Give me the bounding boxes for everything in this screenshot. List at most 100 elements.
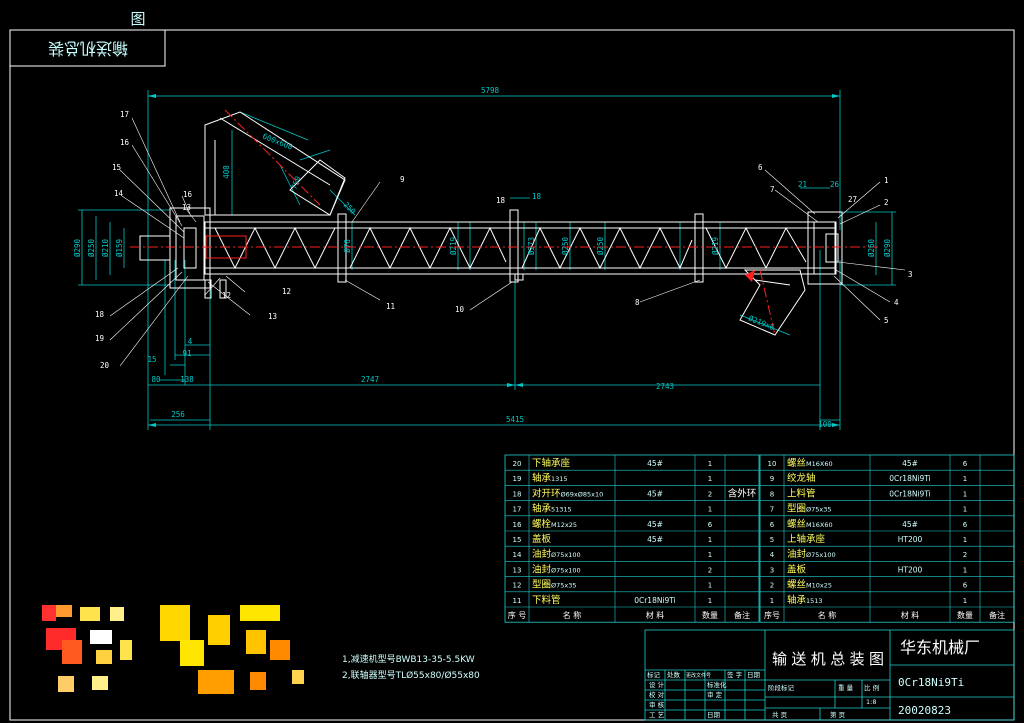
dim-pipe-0: Ø76	[343, 239, 352, 253]
left-row-material: 0Cr18Ni9Ti	[634, 596, 676, 605]
left-row-name: 盖板	[532, 533, 552, 545]
right-row-spec: 1513	[806, 597, 823, 605]
tb-label-review: 审 定	[707, 690, 723, 699]
balloon-4: 4	[894, 298, 899, 307]
dim-left-dia-1: Ø250	[87, 238, 96, 257]
right-row-qty: 1	[963, 597, 967, 605]
right-row-no: 7	[770, 506, 774, 514]
frame-title: 输送机总装	[48, 39, 128, 58]
red-hatch-left	[205, 235, 247, 259]
balloon-18m: 18	[496, 196, 506, 205]
dim-18: 18	[532, 192, 542, 201]
left-row-qty: 1	[708, 536, 712, 544]
dim-91: 91	[182, 349, 191, 358]
right-row-qty: 1	[963, 475, 967, 483]
left-row-no: 17	[513, 506, 522, 514]
dim-80: 80	[151, 375, 161, 384]
tb-company: 华东机械厂	[900, 638, 980, 657]
tb-label-standard: 标准化	[707, 680, 727, 689]
balloon-20: 20	[100, 361, 110, 370]
right-row-name: 螺丝	[787, 457, 806, 469]
dim-left-dia-2: Ø210	[101, 238, 110, 257]
tb-label-date1: 日期	[747, 671, 761, 679]
balloon-7: 7	[770, 185, 775, 194]
logo-mosaic	[42, 605, 304, 694]
dim-left-span: 2747	[361, 375, 379, 384]
tb-label-change: 更改文件号	[686, 672, 711, 679]
right-row-no: 5	[770, 536, 774, 544]
note-2: 2,联轴器型号TLØ55x80/Ø55x80	[342, 669, 480, 681]
left-row-no: 11	[513, 597, 522, 605]
left-header-2: 材 料	[646, 610, 665, 620]
left-row-name: 型圈	[532, 580, 551, 591]
tb-label-count: 处数	[667, 670, 681, 679]
balloon-16b: 16	[183, 190, 193, 199]
left-row-qty: 1	[708, 475, 712, 483]
right-row-name: 上轴承座	[787, 533, 826, 545]
tb-sheet-total: 共 页	[772, 710, 788, 719]
left-row-material: 45#	[647, 459, 663, 468]
balloon-27: 27	[848, 195, 857, 204]
right-header-3: 数量	[957, 610, 973, 620]
left-header-1: 名 称	[563, 610, 582, 620]
left-row-qty: 1	[708, 506, 712, 514]
right-row-qty: 6	[963, 582, 968, 590]
right-row-name: 轴承	[787, 594, 807, 606]
dim-256: 256	[171, 410, 185, 419]
dim-right-span: 2743	[656, 382, 674, 391]
left-row-name: 轴承	[532, 503, 552, 515]
balloon-8: 8	[635, 298, 640, 307]
right-row-no: 2	[770, 582, 774, 590]
balloon-1: 1	[884, 176, 889, 185]
left-row-name: 螺栓	[532, 518, 552, 530]
right-row-spec: M16X60	[806, 460, 833, 468]
left-row-qty: 6	[708, 521, 713, 529]
left-header-4: 备注	[734, 610, 750, 620]
dimension-arrows	[148, 94, 840, 427]
dim-right-dia-0: Ø260	[867, 238, 876, 257]
left-row-no: 12	[513, 582, 522, 590]
dim-pipe-1: Ø219	[449, 237, 458, 255]
left-row-note: 含外环	[728, 487, 757, 499]
left-row-name: 油封	[532, 563, 552, 575]
outlet-marker	[745, 270, 755, 282]
tb-label-process: 工 艺	[649, 711, 665, 719]
right-row-qty: 1	[963, 490, 967, 498]
right-row-qty: 6	[963, 460, 968, 468]
balloon-13a: 13	[182, 203, 191, 212]
top-fragment: 图	[130, 10, 145, 28]
screw-flight	[214, 226, 807, 270]
right-row-qty: 1	[963, 566, 967, 574]
dim-bottom-total: 5415	[506, 415, 524, 424]
tb-label-design: 设 计	[649, 680, 665, 689]
right-row-no: 9	[770, 475, 774, 483]
left-row-qty: 2	[708, 490, 712, 498]
right-header-4: 备注	[989, 610, 1005, 620]
dim-left-dia-0: Ø290	[73, 238, 82, 257]
tb-label-mark: 标记	[647, 670, 661, 679]
right-row-no: 6	[770, 521, 775, 529]
tb-date: 20020823	[898, 704, 951, 717]
left-row-material: 45#	[647, 489, 663, 498]
left-row-name: 下轴承座	[532, 457, 571, 469]
balloon-16a: 16	[120, 138, 130, 147]
right-row-no: 8	[770, 490, 774, 498]
left-row-no: 16	[513, 521, 522, 529]
dim-pipe-5: Ø219	[711, 237, 720, 255]
right-row-spec: M16X60	[806, 521, 833, 529]
left-row-name: 轴承	[532, 472, 552, 484]
tb-label-date2: 日期	[707, 711, 721, 719]
dim-26: 26	[830, 180, 840, 189]
dim-pipe-2: Ø273	[527, 237, 536, 255]
dim-4: 4	[188, 337, 193, 346]
dim-pipe-4: Ø250	[596, 236, 605, 255]
balloon-5: 5	[884, 316, 889, 325]
balloon-13b: 13	[268, 312, 277, 321]
right-row-material: HT200	[898, 535, 923, 544]
right-row-no: 3	[770, 566, 774, 574]
left-row-no: 13	[513, 566, 522, 574]
right-row-name: 盖板	[787, 563, 807, 575]
tb-stage-label: 阶段标记	[768, 683, 795, 692]
left-row-no: 20	[513, 460, 522, 468]
right-row-qty: 1	[963, 536, 967, 544]
